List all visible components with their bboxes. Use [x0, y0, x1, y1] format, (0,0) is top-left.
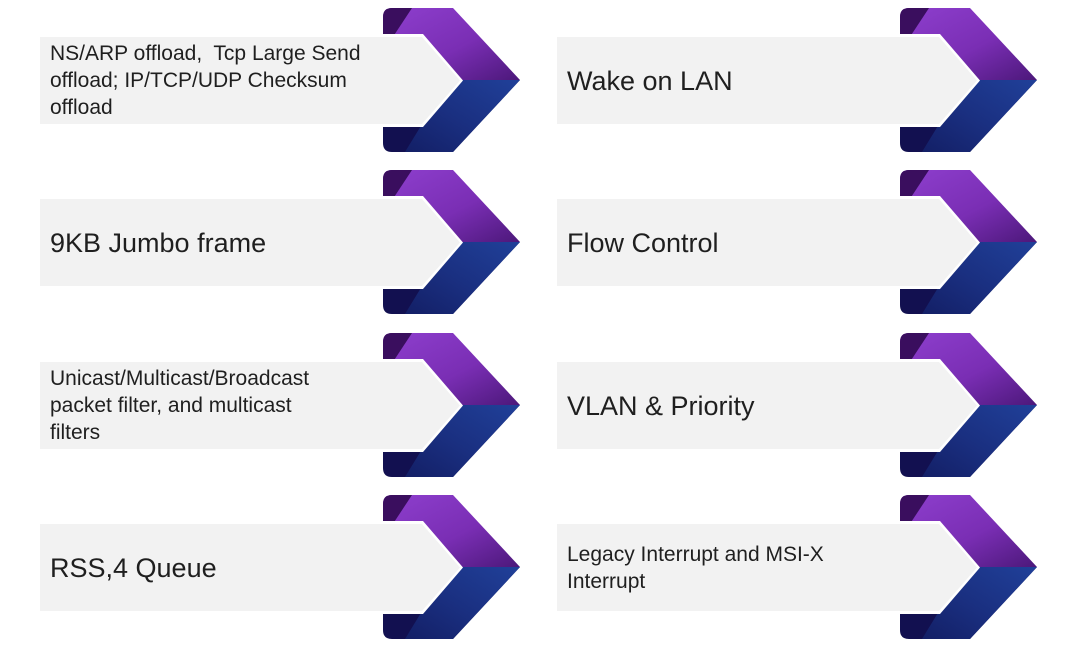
label-box: Flow Control	[557, 199, 977, 286]
feature-label-box: RSS,4 Queue	[40, 524, 460, 611]
feature-item-wake-on-lan: Wake on LAN	[557, 8, 1037, 152]
label-box: NS/ARP offload, Tcp Large Send offload; …	[40, 37, 460, 124]
feature-label: Wake on LAN	[567, 65, 733, 96]
label-box: Unicast/Multicast/Broadcast packet filte…	[40, 362, 460, 449]
feature-item-rss-queue: RSS,4 Queue	[40, 495, 520, 639]
feature-label-box: Wake on LAN	[557, 37, 977, 124]
feature-label: Unicast/Multicast/Broadcast packet filte…	[50, 367, 310, 444]
feature-label-box: VLAN & Priority	[557, 362, 977, 449]
label-box: Wake on LAN	[557, 37, 977, 124]
feature-label-box: Legacy Interrupt and MSI-X Interrupt	[557, 524, 977, 611]
feature-label-box: 9KB Jumbo frame	[40, 199, 460, 286]
feature-label-box: Flow Control	[557, 199, 977, 286]
feature-label: 9KB Jumbo frame	[50, 227, 267, 258]
label-box: RSS,4 Queue	[40, 524, 460, 611]
label-box: Legacy Interrupt and MSI-X Interrupt	[557, 524, 977, 611]
feature-label-box: Unicast/Multicast/Broadcast packet filte…	[40, 362, 460, 449]
feature-label: RSS,4 Queue	[50, 552, 217, 583]
feature-label: Flow Control	[567, 227, 719, 258]
label-box: VLAN & Priority	[557, 362, 977, 449]
feature-label: VLAN & Priority	[567, 390, 755, 421]
feature-item-jumbo-frame: 9KB Jumbo frame	[40, 170, 520, 314]
feature-item-interrupts: Legacy Interrupt and MSI-X Interrupt	[557, 495, 1037, 639]
feature-item-packet-filter: Unicast/Multicast/Broadcast packet filte…	[40, 333, 520, 477]
feature-label: Legacy Interrupt and MSI-X Interrupt	[567, 542, 824, 593]
feature-label-box: NS/ARP offload, Tcp Large Send offload; …	[40, 37, 460, 124]
feature-item-flow-control: Flow Control	[557, 170, 1037, 314]
label-box: 9KB Jumbo frame	[40, 199, 460, 286]
feature-label: NS/ARP offload, Tcp Large Send offload; …	[50, 42, 361, 119]
feature-item-offload: NS/ARP offload, Tcp Large Send offload; …	[40, 8, 520, 152]
feature-item-vlan-priority: VLAN & Priority	[557, 333, 1037, 477]
